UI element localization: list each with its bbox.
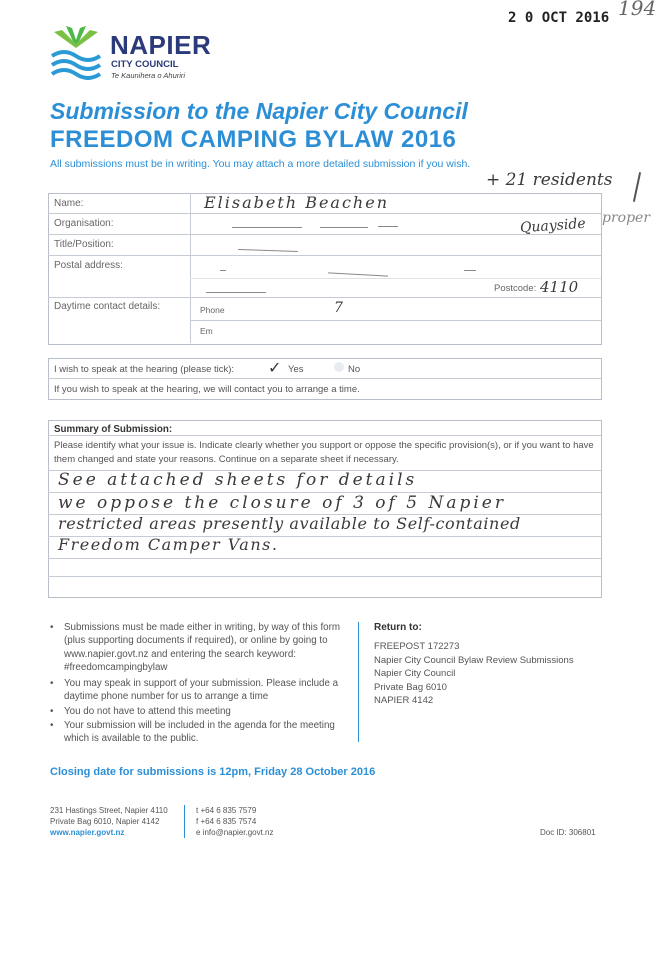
footer-website-link[interactable]: www.napier.govt.nz: [50, 828, 125, 837]
info-bullet: •You do not have to attend this meeting: [50, 706, 231, 717]
hearing-no-checkbox[interactable]: [334, 362, 344, 372]
title-position-field[interactable]: [192, 238, 492, 254]
logo-tagline: Te Kaunihera o Ahuriri: [111, 71, 186, 80]
page-title: Submission to the Napier City Council: [50, 98, 468, 124]
proper-annotation: proper: [602, 210, 651, 226]
footer-address: 231 Hastings Street, Napier 4110 Private…: [50, 806, 168, 837]
footer-phone: t +64 6 835 7579: [196, 806, 257, 815]
postcode-field[interactable]: 4110: [540, 278, 579, 296]
email-field[interactable]: [230, 322, 590, 340]
info-divider: [358, 622, 359, 742]
napier-logo-icon: [48, 18, 104, 80]
annotation-slash: [632, 172, 642, 202]
hearing-note: If you wish to speak at the hearing, we …: [54, 384, 360, 395]
summary-line: Freedom Camper Vans.: [58, 535, 279, 554]
received-date-stamp: 2 0 OCT 2016: [508, 10, 610, 26]
summary-title: Summary of Submission:: [54, 424, 173, 435]
info-bullet: •Submissions must be made either in writ…: [50, 622, 341, 673]
email-label: Em: [200, 326, 213, 336]
hearing-box: [48, 358, 602, 400]
residents-annotation: + 21 residents: [486, 170, 613, 190]
summary-line: we oppose the closure of 3 of 5 Napier: [58, 493, 506, 513]
name-field[interactable]: Elisabeth Beachen: [204, 193, 389, 212]
return-title: Return to:: [374, 622, 422, 633]
hearing-no-label: No: [348, 364, 361, 375]
doc-id: Doc ID: 306801: [540, 828, 596, 837]
footer-email[interactable]: e info@napier.govt.nz: [196, 828, 274, 837]
summary-line: See attached sheets for details: [58, 470, 418, 490]
summary-line: restricted areas presently available to …: [58, 514, 521, 533]
page-subtitle: FREEDOM CAMPING BYLAW 2016: [50, 126, 457, 153]
postal-address-label: Postal address:: [54, 260, 123, 271]
logo-subtitle: CITY COUNCIL: [111, 59, 179, 70]
return-address: FREEPOST 172273 Napier City Council Byla…: [374, 641, 574, 706]
contact-details-label: Daytime contact details:: [54, 301, 161, 312]
logo-name: NAPIER: [110, 30, 212, 60]
summary-box: [48, 420, 602, 598]
closing-date: Closing date for submissions is 12pm, Fr…: [50, 766, 376, 778]
postal-address-field[interactable]: [192, 258, 482, 296]
heading-note: All submissions must be in writing. You …: [50, 158, 471, 170]
organisation-field[interactable]: [192, 215, 492, 233]
contact-details-box: [48, 193, 602, 345]
summary-instructions: Please identify what your issue is. Indi…: [54, 440, 594, 465]
info-bullet: •You may speak in support of your submis…: [50, 678, 339, 703]
phone-label: Phone: [200, 305, 225, 315]
tick-icon: ✓: [268, 358, 282, 377]
name-label: Name:: [54, 198, 84, 209]
phone-field[interactable]: 7: [334, 300, 343, 316]
hearing-yes-label: Yes: [288, 364, 304, 375]
hearing-yes-checkbox[interactable]: ✓: [268, 358, 282, 377]
hearing-question: I wish to speak at the hearing (please t…: [54, 364, 235, 375]
footer-fax: f +64 6 835 7574: [196, 817, 257, 826]
title-position-label: Title/Position:: [54, 239, 114, 250]
reference-number: 194: [618, 0, 656, 20]
organisation-label: Organisation:: [54, 218, 114, 229]
postcode-label: Postcode:: [494, 283, 537, 294]
info-bullet: •Your submission will be included in the…: [50, 720, 335, 745]
footer-contact: t +64 6 835 7579 f +64 6 835 7574 e info…: [196, 805, 274, 838]
